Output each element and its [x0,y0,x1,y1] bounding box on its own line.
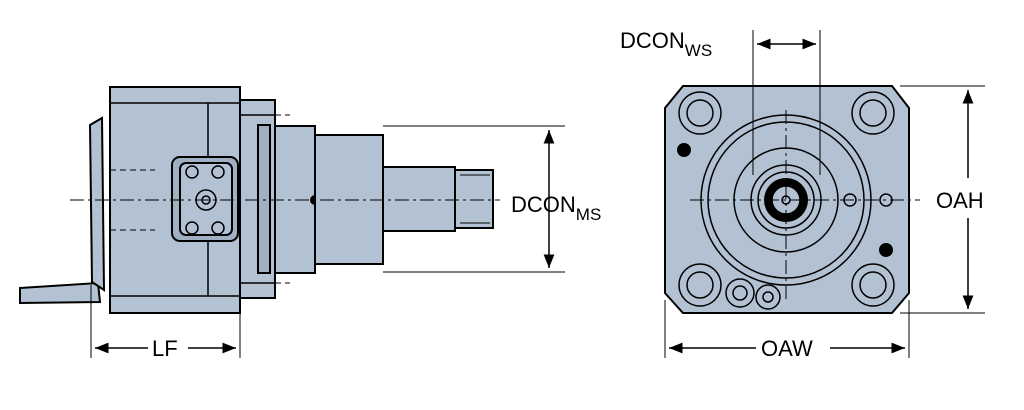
dark-pin-icon [879,243,893,257]
corner-bolt-br [851,263,895,307]
dark-pin-icon [677,143,691,157]
oaw-label: OAW [761,336,813,361]
dcon-ms-label: DCONMS [511,192,601,224]
lf-label: LF [152,336,178,361]
bolt-icon [211,221,225,235]
threaded-tip [454,169,494,229]
corner-bolt-tl [678,91,722,135]
side-view: DCONMS LF [19,86,601,361]
bolt-icon [185,221,199,235]
left-flange [88,116,106,292]
oah-label: OAH [936,188,984,213]
bolt-icon [185,165,199,179]
corner-bolt-tr [851,91,895,135]
corner-bolt-bl [678,263,722,307]
bolt-icon [211,165,225,179]
shank [382,166,456,232]
coolant-tube [19,281,102,305]
dcon-ws-label: DCONWS [620,28,712,60]
front-view: DCONWS OAH OAW [620,28,985,361]
